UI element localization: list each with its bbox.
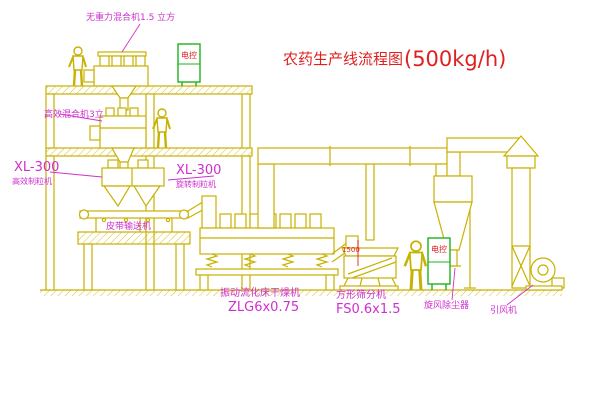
- label-dryer-model: ZLG6x0.75: [228, 300, 299, 315]
- exhaust-stack: [502, 135, 540, 289]
- square-sieve-machine: [339, 235, 399, 291]
- roof-mixer-machine: [83, 51, 149, 111]
- label-cyclone: 旋风除尘器: [424, 299, 469, 311]
- cabinet-1-text: 电控: [181, 50, 197, 60]
- induced-draft-fan-machine: [525, 257, 565, 291]
- cabinet-2-text: 电控: [431, 244, 447, 254]
- label-conveyor: 皮带输送机: [106, 220, 151, 232]
- label-sieve-name: 方形筛分机: [336, 288, 386, 301]
- diagram-title: 农药生产线流程图: [283, 50, 403, 68]
- label-granulator-mid-name: 旋转制粒机: [176, 179, 216, 189]
- label-sieve-model: FS0.6x1.5: [336, 302, 401, 317]
- person-figure-ground: [403, 239, 428, 292]
- granulator-machine: [101, 159, 165, 208]
- label-dryer-name: 振动流化床干燥机: [220, 286, 300, 299]
- label-roof-mixer: 无重力混合机1.5 立方: [86, 11, 175, 23]
- leader-lines: [49, 23, 534, 306]
- label-granulator-left-name: 高效制粒机: [12, 176, 52, 186]
- person-figure-floor: [151, 107, 172, 150]
- label-floor-mixer: 高效混合机3立: [44, 108, 104, 120]
- diagram-title-capacity: (500kg/h): [404, 47, 506, 71]
- label-granulator-left-model: XL-300: [14, 160, 59, 175]
- belt-conveyor-machine: [78, 199, 209, 232]
- label-fan: 引风机: [490, 304, 517, 316]
- control-cabinet-2: 电控: [427, 237, 451, 290]
- dimension-1500: 1500: [342, 240, 360, 266]
- svg-text:1500: 1500: [342, 246, 360, 254]
- conveyor-platform: [77, 231, 191, 245]
- ground-line: [40, 289, 562, 296]
- label-granulator-mid-model: XL-300: [176, 163, 221, 178]
- floor-mixer-machine: [89, 107, 147, 169]
- control-cabinet-1: 电控: [177, 43, 201, 86]
